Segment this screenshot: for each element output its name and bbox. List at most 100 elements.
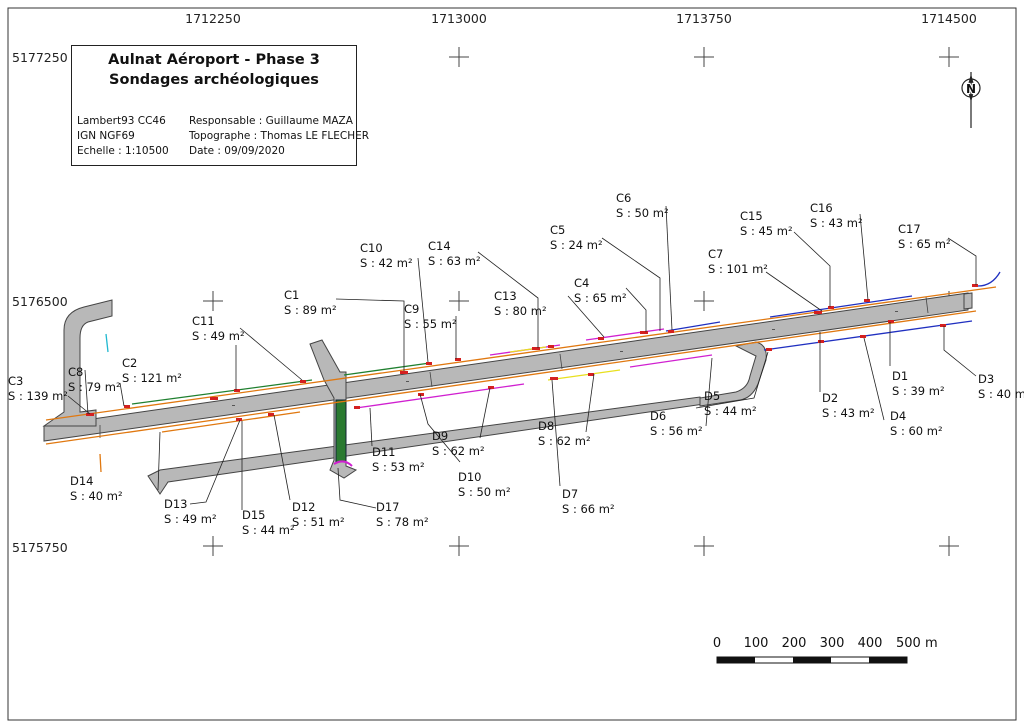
scale-bar: 0 100 200 300 400 500 m — [713, 636, 938, 664]
label-d5-name: D5 — [704, 389, 720, 403]
scale-label: 100 — [744, 636, 769, 651]
label-c3-area: S : 139 m² — [8, 389, 68, 403]
label-d10-name: D10 — [458, 470, 482, 484]
scale-label: 0 — [713, 636, 721, 651]
x-coord-label: 1713750 — [676, 11, 732, 26]
map-title-box: Aulnat Aéroport - Phase 3 Sondages arché… — [71, 45, 369, 166]
map-meta-left: Lambert93 CC46 IGN NGF69 Echelle : 1:105… — [77, 114, 169, 159]
label-d12-area: S : 51 m² — [292, 515, 345, 529]
survey-lines — [45, 271, 1001, 473]
map-title: Aulnat Aéroport - Phase 3 — [108, 52, 320, 68]
leader-lines — [67, 205, 977, 510]
label-d9-area: S : 62 m² — [432, 444, 485, 458]
label-c6-name: C6 — [616, 191, 631, 205]
x-coord-label: 1714500 — [921, 11, 977, 26]
runway-marks — [232, 311, 898, 406]
map-subtitle: Sondages archéologiques — [109, 72, 319, 88]
runway — [43, 292, 969, 442]
label-c4-area: S : 65 m² — [574, 291, 627, 305]
label-d6-area: S : 56 m² — [650, 424, 703, 438]
label-c4-name: C4 — [574, 276, 589, 290]
label-c13-area: S : 80 m² — [494, 304, 547, 318]
sounding-points — [86, 284, 978, 421]
label-d9-name: D9 — [432, 429, 448, 443]
x-coord-label: 1712250 — [185, 11, 241, 26]
label-d14-area: S : 40 m² — [70, 489, 123, 503]
label-c11-area: S : 49 m² — [192, 329, 245, 343]
label-c8-area: S : 79 m² — [68, 380, 121, 394]
label-c10-area: S : 42 m² — [360, 256, 413, 270]
y-coord-label: 5175750 — [12, 540, 68, 555]
label-c2-name: C2 — [122, 356, 137, 370]
label-d4-area: S : 60 m² — [890, 424, 943, 438]
label-d10-area: S : 50 m² — [458, 485, 511, 499]
label-d2-area: S : 43 m² — [822, 406, 875, 420]
label-d11-name: D11 — [372, 445, 396, 459]
north-label: N — [966, 82, 976, 96]
label-c13-name: C13 — [494, 289, 517, 303]
label-c16-area: S : 43 m² — [810, 216, 863, 230]
label-d13-area: S : 49 m² — [164, 512, 217, 526]
meta-surveyor: Topographe : Thomas LE FLECHER — [189, 130, 370, 142]
north-label: N — [966, 82, 976, 96]
label-d13-name: D13 — [164, 497, 188, 511]
label-d15-area: S : 44 m² — [242, 523, 295, 537]
label-d5-area: S : 44 m² — [704, 404, 757, 418]
label-c9-name: C9 — [404, 302, 419, 316]
grid-crosses — [203, 47, 959, 556]
label-d8-name: D8 — [538, 419, 554, 433]
coordinate-labels: 1712250 1713000 1713750 1714500 5177250 … — [12, 11, 977, 555]
meta-altimetry: IGN NGF69 — [77, 130, 135, 142]
runway-end — [963, 292, 973, 310]
label-d17-area: S : 78 m² — [376, 515, 429, 529]
label-d15-name: D15 — [242, 508, 266, 522]
label-c2-area: S : 121 m² — [122, 371, 182, 385]
label-c14-name: C14 — [428, 239, 451, 253]
label-d2-name: D2 — [822, 391, 838, 405]
label-d3-area: S : 40 m — [978, 387, 1024, 401]
label-c16-name: C16 — [810, 201, 833, 215]
scale-label: 500 m — [896, 636, 938, 651]
scale-label: 200 — [782, 636, 807, 651]
label-c3-name: C3 — [8, 374, 23, 388]
connector-highlight — [335, 399, 347, 463]
label-c1-name: C1 — [284, 288, 299, 302]
meta-responsible: Responsable : Guillaume MAZA — [189, 115, 353, 127]
label-d4-name: D4 — [890, 409, 906, 423]
meta-date: Date : 09/09/2020 — [189, 145, 285, 157]
label-d1-name: D1 — [892, 369, 908, 383]
label-c5-name: C5 — [550, 223, 565, 237]
label-c14-area: S : 63 m² — [428, 254, 481, 268]
label-d8-area: S : 62 m² — [538, 434, 591, 448]
label-c15-name: C15 — [740, 209, 763, 223]
label-c9-area: S : 55 m² — [404, 317, 457, 331]
scale-label: 400 — [858, 636, 883, 651]
taxiway-loop — [42, 299, 113, 427]
label-c6-area: S : 50 m² — [616, 206, 669, 220]
label-c17-name: C17 — [898, 222, 921, 236]
label-c7-area: S : 101 m² — [708, 262, 768, 276]
sounding-labels: C1 S : 89 m² C2 S : 121 m² C3 S : 139 m²… — [8, 191, 1024, 537]
label-c5-area: S : 24 m² — [550, 238, 603, 252]
label-c8-name: C8 — [68, 365, 83, 379]
label-d14-name: D14 — [70, 474, 94, 488]
north-arrow-icon: N N — [961, 72, 981, 128]
label-c17-area: S : 65 m² — [898, 237, 951, 251]
y-coord-label: 5176500 — [12, 294, 68, 309]
label-c7-name: C7 — [708, 247, 723, 261]
label-d12-name: D12 — [292, 500, 316, 514]
label-d1-area: S : 39 m² — [892, 384, 945, 398]
meta-projection: Lambert93 CC46 — [77, 115, 166, 127]
label-d11-area: S : 53 m² — [372, 460, 425, 474]
label-c11-name: C11 — [192, 314, 215, 328]
label-d17-name: D17 — [376, 500, 400, 514]
label-d7-area: S : 66 m² — [562, 502, 615, 516]
label-d3-name: D3 — [978, 372, 994, 386]
label-d7-name: D7 — [562, 487, 578, 501]
taxiway-connector — [699, 341, 767, 407]
x-coord-label: 1713000 — [431, 11, 487, 26]
map-meta-right: Responsable : Guillaume MAZA Topographe … — [189, 114, 369, 159]
label-c15-area: S : 45 m² — [740, 224, 793, 238]
label-d6-name: D6 — [650, 409, 666, 423]
